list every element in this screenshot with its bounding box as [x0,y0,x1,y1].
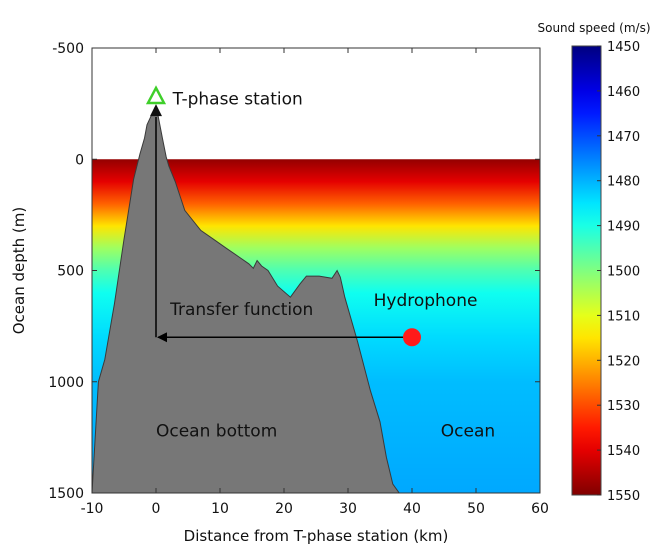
y-tick-label: 1000 [48,375,84,391]
hydrophone-label: Hydrophone [374,291,478,311]
x-tick-label: 30 [339,501,357,517]
x-axis-ticks: -10 0 10 20 30 40 50 60 [81,48,549,517]
t-phase-station-label: T-phase station [172,90,303,110]
colorbar-tick-label: 1530 [607,399,640,414]
x-tick-label: 50 [467,501,485,517]
x-tick-label: 20 [275,501,293,517]
air-region [92,48,540,160]
hydrophone-marker [403,328,421,347]
colorbar-title: Sound speed (m/s) [537,21,650,35]
y-tick-label: -500 [52,41,84,57]
t-phase-station-marker [145,85,167,105]
colorbar-scale [571,45,602,496]
ocean-bottom-label: Ocean bottom [156,421,277,441]
y-axis-label: Ocean depth (m) [10,207,28,335]
colorbar-tick-label: 1550 [607,489,640,504]
transfer-function-label: Transfer function [169,300,313,320]
peak-marker-triangle [150,104,162,117]
colorbar-tick-label: 1450 [607,40,640,55]
x-tick-label: 60 [531,501,549,517]
x-axis-label: Distance from T-phase station (km) [184,527,449,545]
y-tick-label: 1500 [48,486,84,502]
colorbar-tick-label: 1470 [607,130,640,145]
sound-speed-colorbar: Sound speed (m/s) 1450 1460 1470 1480 1490 15… [537,21,650,504]
y-tick-label: 500 [57,264,84,280]
colorbar-tick-label: 1510 [607,309,640,324]
colorbar-tick-label: 1520 [607,354,640,369]
annotation-layer: T-phase station Hydrophone Transfer func… [145,85,495,441]
plot-area [91,47,541,494]
colorbar-tick-label: 1480 [607,175,640,190]
y-tick-label: 0 [75,152,84,168]
x-tick-label: 0 [152,501,161,517]
colorbar-tick-label: 1540 [607,444,640,459]
colorbar-ticks: 1450 1460 1470 1480 1490 1500 1510 1520 1530 1540… [597,40,640,504]
colorbar-tick-label: 1500 [607,265,640,280]
x-tick-label: 40 [403,501,421,517]
seafloor-bathymetry [91,106,401,494]
x-tick-label: -10 [81,501,104,517]
colorbar-tick-label: 1490 [607,220,640,235]
y-axis-ticks: -500 0 500 1000 1500 [48,41,540,502]
x-tick-label: 10 [211,501,229,517]
colorbar-tick-label: 1460 [607,85,640,100]
ocean-label: Ocean [441,421,495,441]
